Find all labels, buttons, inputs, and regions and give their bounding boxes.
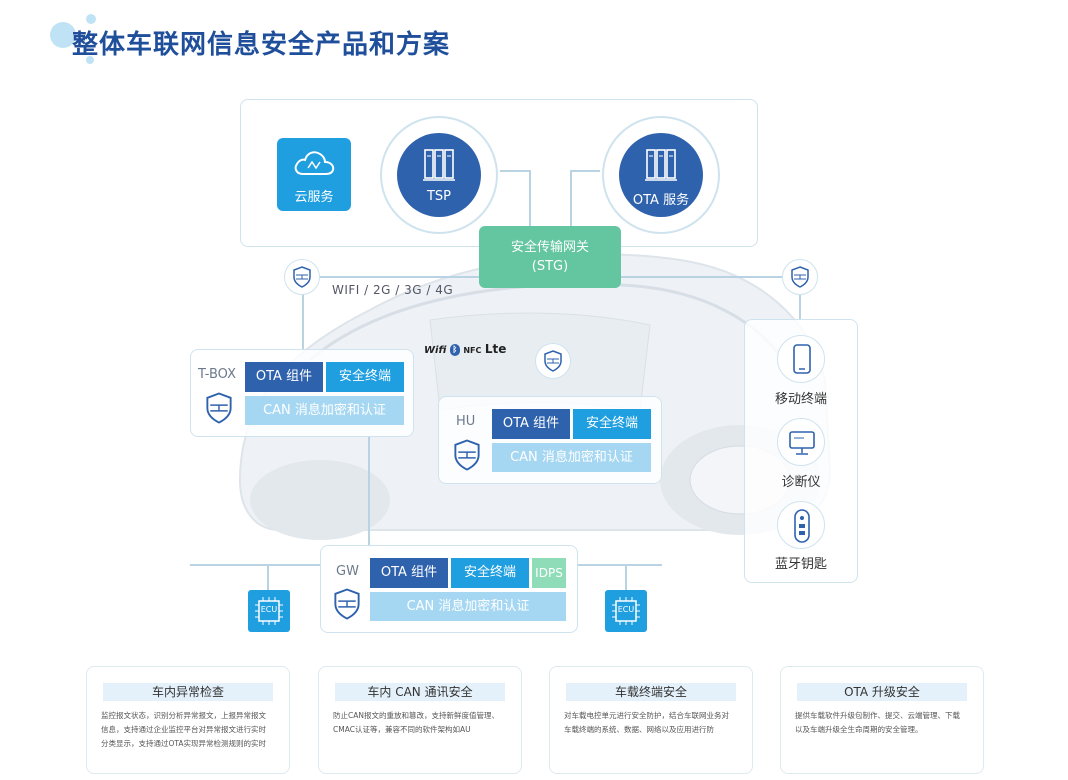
mobile-terminal-node: [777, 335, 825, 383]
card-line: CMAC认证等，兼容不同的软件架构如AU: [333, 725, 471, 734]
gw-ota-component: OTA 组件: [370, 558, 448, 588]
tbox-ota-component: OTA 组件: [245, 362, 323, 392]
card-title: 车载终端安全: [566, 683, 736, 701]
connector-line: [190, 564, 320, 566]
ota-service-node: OTA 服务: [619, 133, 703, 217]
mobile-terminal-label: 移动终端: [774, 392, 827, 407]
bluetooth-key-node: [777, 501, 825, 549]
firewall-shield-icon: [206, 392, 232, 424]
ecu-label: ECU: [617, 605, 635, 614]
connector-line: [799, 294, 801, 320]
tbox-label: T-BOX: [198, 367, 236, 382]
ecu-label: ECU: [260, 605, 278, 614]
network-label: WIFI / 2G / 3G / 4G: [332, 283, 454, 297]
card-line: 监控报文状态，识别分析异常报文，上报异常报文: [101, 711, 266, 720]
cloud-service-card: 云服务: [277, 138, 351, 211]
card-line: 以及车端升级全生命周期的安全管理。: [795, 725, 923, 734]
lte-logo: Lte: [484, 342, 507, 356]
firewall-node: [284, 259, 320, 295]
bluetooth-key-label: 蓝牙钥匙: [774, 557, 827, 572]
connector-line: [529, 170, 531, 226]
decor-bubble: [86, 56, 94, 64]
tsp-label: TSP: [426, 189, 452, 204]
feature-card: 车内 CAN 通讯安全 防止CAN报文的重放和篡改，支持新鲜度值管理、 CMAC…: [318, 666, 522, 774]
gw-label: GW: [336, 564, 359, 579]
secure-gateway-stg: 安全传输网关 (STG): [479, 226, 621, 288]
card-line: 车载终端的系统、数据、网络以及应用进行防: [564, 725, 714, 734]
connector-line: [625, 564, 627, 590]
ota-service-label: OTA 服务: [632, 193, 690, 208]
card-title: 车内 CAN 通讯安全: [335, 683, 505, 701]
hu-label: HU: [456, 414, 476, 429]
page-title: 整体车联网信息安全产品和方案: [72, 30, 451, 60]
decor-bubble: [50, 22, 76, 48]
firewall-shield-icon: [544, 350, 562, 372]
smartphone-icon: [793, 344, 811, 374]
card-line: 对车载电控单元进行安全防护，结合车联网业务对: [564, 711, 729, 720]
connector-line: [570, 170, 600, 172]
gateway-subtitle: (STG): [531, 259, 569, 274]
gw-can-auth: CAN 消息加密和认证: [370, 592, 566, 621]
monitor-icon: [789, 431, 815, 455]
car-key-icon: [794, 509, 810, 543]
feature-card: 车内异常检查 监控报文状态，识别分析异常报文，上报异常报文 信息，支持通过企业监…: [86, 666, 290, 774]
card-body: 对车载电控单元进行安全防护，结合车联网业务对 车载终端的系统、数据、网络以及应用…: [564, 709, 742, 737]
card-line: 防止CAN报文的重放和篡改，支持新鲜度值管理、: [333, 711, 499, 720]
gw-secure-terminal: 安全终端: [451, 558, 529, 588]
firewall-shield-icon: [791, 266, 809, 288]
tbox-can-auth: CAN 消息加密和认证: [245, 396, 404, 425]
card-body: 监控报文状态，识别分析异常报文，上报异常报文 信息，支持通过企业监控平台对异常报…: [101, 709, 279, 751]
wireless-logos: Wifi ᛒ NFC Lte: [424, 342, 530, 360]
chip-icon: [612, 597, 640, 625]
cloud-icon: [294, 151, 335, 175]
connector-line: [578, 564, 662, 566]
cloud-service-label: 云服务: [294, 190, 334, 205]
card-line: 分类显示，支持通过OTA实现异常检测规则的实时: [101, 739, 267, 748]
firewall-shield-icon: [334, 588, 360, 620]
connector-line: [302, 294, 304, 350]
firewall-shield-icon: [454, 439, 480, 471]
nfc-logo: NFC: [463, 346, 482, 355]
chip-icon: [255, 597, 283, 625]
connector-line: [267, 564, 269, 590]
hu-ota-component: OTA 组件: [492, 409, 570, 439]
card-body: 防止CAN报文的重放和篡改，支持新鲜度值管理、 CMAC认证等，兼容不同的软件架…: [333, 709, 511, 737]
gateway-title: 安全传输网关: [510, 240, 589, 255]
card-line: 信息，支持通过企业监控平台对异常报文进行实时: [101, 725, 266, 734]
card-title: OTA 升级安全: [797, 683, 967, 701]
ecu-chip: ECU: [605, 590, 647, 632]
card-title: 车内异常检查: [103, 683, 273, 701]
tsp-node: TSP: [397, 133, 481, 217]
server-icon: [645, 149, 677, 181]
diagnostic-tool-label: 诊断仪: [781, 475, 821, 490]
wifi-logo: Wifi: [424, 345, 447, 356]
firewall-node: [535, 343, 571, 379]
decor-bubble: [86, 14, 96, 24]
firewall-node: [782, 259, 818, 295]
card-line: 提供车载软件升级包制作、提交、云端管理、下载: [795, 711, 960, 720]
ecu-chip: ECU: [248, 590, 290, 632]
hu-secure-terminal: 安全终端: [573, 409, 651, 439]
server-icon: [423, 149, 455, 181]
gw-idps: IDPS: [532, 558, 566, 588]
tbox-secure-terminal: 安全终端: [326, 362, 404, 392]
card-body: 提供车载软件升级包制作、提交、云端管理、下载 以及车端升级全生命周期的安全管理。: [795, 709, 973, 737]
hu-can-auth: CAN 消息加密和认证: [492, 443, 651, 472]
bluetooth-icon: ᛒ: [449, 344, 460, 356]
feature-card: 车载终端安全 对车载电控单元进行安全防护，结合车联网业务对 车载终端的系统、数据…: [549, 666, 753, 774]
connector-line: [368, 437, 370, 547]
firewall-shield-icon: [293, 266, 311, 288]
connector-line: [500, 170, 530, 172]
diagnostic-tool-node: [777, 418, 825, 466]
feature-card: OTA 升级安全 提供车载软件升级包制作、提交、云端管理、下载 以及车端升级全生…: [780, 666, 984, 774]
connector-line: [570, 170, 572, 226]
